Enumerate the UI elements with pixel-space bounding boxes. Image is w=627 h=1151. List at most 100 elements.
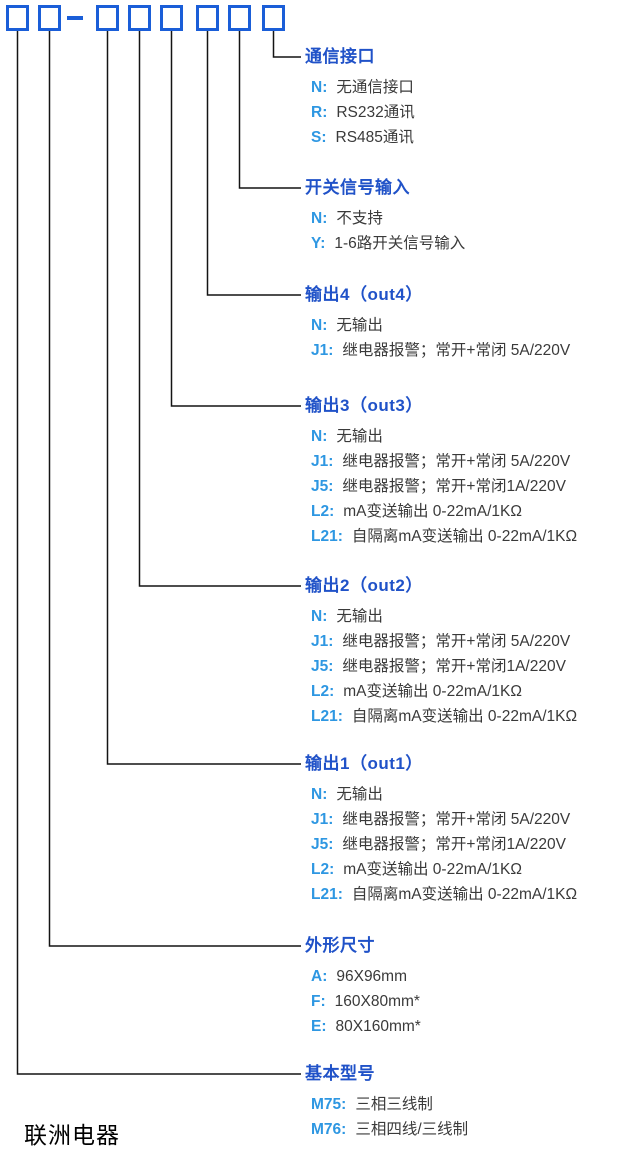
option-code: F: [311, 993, 326, 1010]
option-row: N: 无输出 [311, 782, 577, 807]
option-desc: 96X96mm [336, 968, 408, 985]
option-desc: mA变送输出 0-22mA/1KΩ [343, 861, 522, 878]
option-code: J1: [311, 453, 334, 470]
option-desc: 继电器报警；常开+常闭1A/220V [342, 478, 566, 495]
section-output1: 输出1（out1） N: 无输出 J1: 继电器报警；常开+常闭 5A/220V J… [303, 755, 577, 907]
section-title: 基本型号 [305, 1064, 375, 1083]
option-desc: 无输出 [336, 428, 383, 445]
option-row: E:80X160mm* [311, 1014, 421, 1039]
option-desc: 无输出 [336, 786, 383, 803]
section-title: 输出2（out2） [305, 576, 423, 595]
option-code: N: [311, 317, 328, 334]
section-switch-signal-input: 开关信号输入 N:不支持 Y:1-6路开关信号输入 [303, 179, 465, 256]
model-digit-box-6 [196, 5, 219, 31]
option-code: J1: [311, 342, 334, 359]
model-digit-box-2 [38, 5, 61, 31]
option-row: N: 无输出 [311, 424, 577, 449]
option-desc: RS485通讯 [335, 129, 414, 146]
option-desc: 三相三线制 [355, 1096, 433, 1113]
option-desc: 1-6路开关信号输入 [334, 235, 466, 252]
section-title: 输出1（out1） [305, 754, 423, 773]
section-output3: 输出3（out3） N: 无输出 J1: 继电器报警；常开+常闭 5A/220V J… [303, 397, 577, 549]
option-row: N:无输出 [311, 604, 577, 629]
option-code: J1: [311, 811, 334, 828]
model-digit-box-7 [228, 5, 251, 31]
option-code: N: [311, 608, 328, 625]
section-comm-interface: 通信接口 N: 无通信接口 R:RS232通讯 S:RS485通讯 [303, 48, 415, 150]
option-code: M75: [311, 1096, 347, 1113]
option-code: N: [311, 210, 328, 227]
connector-line-base-model [16, 31, 301, 1075]
option-row: Y: 1-6路开关信号输入 [311, 231, 465, 256]
option-row: J5:继电器报警；常开+常闭1A/220V [311, 654, 577, 679]
option-desc: 自隔离mA变送输出 0-22mA/1KΩ [351, 886, 578, 903]
option-desc: 不支持 [336, 210, 383, 227]
connector-line-output1 [106, 31, 301, 765]
model-digit-box-3 [96, 5, 119, 31]
option-row: M75: 三相三线制 [311, 1092, 468, 1117]
section-output2: 输出2（out2） N:无输出 J1: 继电器报警；常开+常闭 5A/220V J… [303, 577, 577, 729]
option-row: L21: 自隔离mA变送输出 0-22mA/1KΩ [311, 704, 577, 729]
brand-text: 联洲电器 [24, 1123, 120, 1149]
section-base-model: 基本型号 M75: 三相三线制 M76: 三相四线/三线制 [303, 1065, 468, 1142]
option-code: L2: [311, 683, 335, 700]
option-desc: 无通信接口 [336, 79, 414, 96]
option-row: R:RS232通讯 [311, 100, 415, 125]
option-code: N: [311, 79, 328, 96]
model-digit-box-4 [128, 5, 151, 31]
option-row: L2: mA变送输出 0-22mA/1KΩ [311, 679, 577, 704]
option-desc: RS232通讯 [336, 104, 415, 121]
option-desc: 继电器报警；常开+常闭 5A/220V [342, 633, 571, 650]
option-code: L2: [311, 861, 335, 878]
option-code: N: [311, 786, 328, 803]
option-row: J1: 继电器报警；常开+常闭 5A/220V [311, 629, 577, 654]
option-desc: 80X160mm* [335, 1018, 421, 1035]
option-desc: 继电器报警；常开+常闭 5A/220V [342, 342, 571, 359]
section-output4: 输出4（out4） N: 无输出 J1: 继电器报警；常开+常闭 5A/220V [303, 286, 570, 363]
option-row: J1: 继电器报警；常开+常闭 5A/220V [311, 807, 577, 832]
option-desc: 无输出 [336, 317, 383, 334]
option-row: A:96X96mm [311, 964, 421, 989]
model-digit-box-5 [160, 5, 183, 31]
option-code: J5: [311, 478, 334, 495]
option-row: J5: 继电器报警；常开+常闭1A/220V [311, 474, 577, 499]
section-title: 输出4（out4） [305, 285, 423, 304]
option-row: M76: 三相四线/三线制 [311, 1117, 468, 1142]
section-title: 通信接口 [305, 47, 375, 66]
option-row: S:RS485通讯 [311, 125, 415, 150]
option-code: J5: [311, 658, 334, 675]
option-code: Y: [311, 235, 326, 252]
option-row: L21: 自隔离mA变送输出 0-22mA/1KΩ [311, 882, 577, 907]
option-desc: 继电器报警；常开+常闭 5A/220V [342, 811, 571, 828]
option-code: M76: [311, 1121, 347, 1138]
option-row: N: 不支持 [311, 206, 465, 231]
connector-line-output3 [170, 31, 301, 407]
section-dimensions: 外形尺寸 A:96X96mm F: 160X80mm* E:80X160mm* [303, 937, 421, 1039]
option-row: J1: 继电器报警；常开+常闭 5A/220V [311, 338, 570, 363]
option-row: L21:自隔离mA变送输出 0-22mA/1KΩ [311, 524, 577, 549]
option-row: J1: 继电器报警；常开+常闭 5A/220V [311, 449, 577, 474]
section-title: 外形尺寸 [305, 936, 375, 955]
option-row: L2: mA变送输出 0-22mA/1KΩ [311, 857, 577, 882]
option-code: L21: [311, 708, 343, 725]
option-desc: 继电器报警；常开+常闭 5A/220V [342, 453, 571, 470]
option-code: L2: [311, 503, 335, 520]
option-code: N: [311, 428, 328, 445]
connector-line-switch-signal-input [238, 31, 301, 189]
option-desc: 160X80mm* [334, 993, 420, 1010]
option-code: L21: [311, 528, 343, 545]
option-code: J5: [311, 836, 334, 853]
option-row: N: 无通信接口 [311, 75, 415, 100]
section-title: 输出3（out3） [305, 396, 423, 415]
option-desc: 三相四线/三线制 [355, 1121, 469, 1138]
option-code: L21: [311, 886, 343, 903]
option-desc: mA变送输出 0-22mA/1KΩ [343, 503, 522, 520]
connector-line-output2 [138, 31, 301, 587]
option-code: J1: [311, 633, 334, 650]
option-desc: mA变送输出 0-22mA/1KΩ [343, 683, 522, 700]
connector-line-comm-interface [272, 31, 301, 58]
option-desc: 自隔离mA变送输出 0-22mA/1KΩ [351, 708, 578, 725]
option-row: L2: mA变送输出 0-22mA/1KΩ [311, 499, 577, 524]
